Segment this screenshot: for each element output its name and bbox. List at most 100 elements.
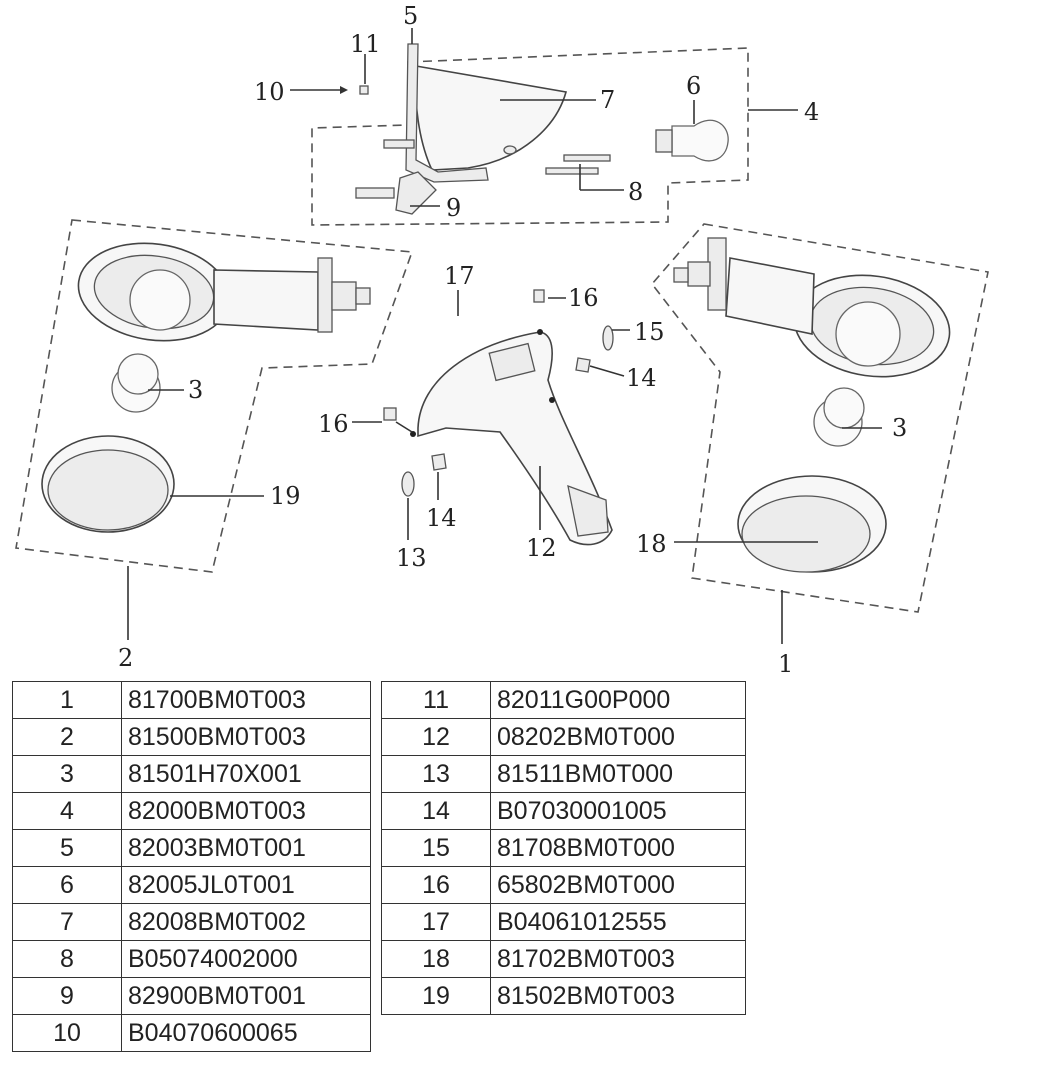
- callout-16-right: 16: [568, 284, 599, 312]
- clip-16-part: [533, 289, 545, 303]
- bulb-6-part: [655, 119, 729, 162]
- part-number: 82005JL0T001: [121, 866, 371, 904]
- callout-14-right: 14: [626, 364, 657, 392]
- item-number: 6: [12, 866, 122, 904]
- callout-17: 17: [444, 262, 475, 290]
- part-number: 82011G00P000: [490, 681, 746, 719]
- lens-18-part: [737, 475, 887, 573]
- part-number: 08202BM0T000: [490, 718, 746, 756]
- nut-11-part: [359, 85, 369, 95]
- part-number: 81700BM0T003: [121, 681, 371, 719]
- item-number: 9: [12, 977, 122, 1015]
- item-number: 1: [12, 681, 122, 719]
- item-number: 12: [381, 718, 491, 756]
- callout-8: 8: [628, 178, 643, 206]
- rubber-plate-part: [395, 171, 437, 215]
- item-number: 14: [381, 792, 491, 830]
- assembly-1-boundary: [650, 223, 989, 613]
- nut-13-part: [401, 471, 415, 497]
- callout-4: 4: [804, 98, 819, 126]
- item-number: 5: [12, 829, 122, 867]
- callout-12: 12: [526, 534, 557, 562]
- part-number: 82003BM0T001: [121, 829, 371, 867]
- part-number: 81501H70X001: [121, 755, 371, 793]
- plate-bracket-12-part: [410, 329, 613, 546]
- washer-14-part: [431, 453, 447, 471]
- callout-9: 9: [446, 194, 461, 222]
- item-number: 19: [381, 977, 491, 1015]
- part-number: B04070600065: [121, 1014, 371, 1052]
- assembly-4-boundary: [311, 47, 749, 226]
- item-number: 2: [12, 718, 122, 756]
- item-number: 10: [12, 1014, 122, 1052]
- item-number: 17: [381, 903, 491, 941]
- left-turn-signal-part: [77, 242, 371, 342]
- item-number: 16: [381, 866, 491, 904]
- callout-19: 19: [270, 482, 301, 510]
- item-number: 8: [12, 940, 122, 978]
- item-number: 4: [12, 792, 122, 830]
- item-number: 7: [12, 903, 122, 941]
- part-number: 81511BM0T000: [490, 755, 746, 793]
- assembly-2-boundary: [15, 219, 414, 573]
- bulb-3-left-part: [111, 353, 161, 413]
- lens-19-part: [41, 435, 175, 533]
- part-number: 81500BM0T003: [121, 718, 371, 756]
- part-number: 82900BM0T001: [121, 977, 371, 1015]
- callout-10: 10: [254, 78, 285, 106]
- callout-7: 7: [600, 86, 615, 114]
- part-number: 81702BM0T003: [490, 940, 746, 978]
- callout-11: 11: [350, 30, 381, 58]
- screw-part: [545, 167, 599, 175]
- part-number: B04061012555: [490, 903, 746, 941]
- screw-part: [563, 154, 611, 162]
- callout-16-left: 16: [318, 410, 349, 438]
- item-number: 13: [381, 755, 491, 793]
- part-number: 65802BM0T000: [490, 866, 746, 904]
- right-turn-signal-part: [673, 237, 951, 378]
- callout-14-left: 14: [426, 504, 457, 532]
- item-number: 18: [381, 940, 491, 978]
- callout-13: 13: [396, 544, 427, 572]
- callout-1: 1: [778, 650, 793, 672]
- part-number: 82008BM0T002: [121, 903, 371, 941]
- callout-15: 15: [634, 318, 665, 346]
- clip-16-part: [383, 407, 397, 421]
- callout-18: 18: [636, 530, 667, 558]
- item-number: 11: [381, 681, 491, 719]
- bulb-3-right-part: [813, 387, 865, 447]
- part-number: 82000BM0T003: [121, 792, 371, 830]
- callout-2: 2: [118, 644, 133, 672]
- item-number: 3: [12, 755, 122, 793]
- callout-6: 6: [686, 72, 701, 100]
- part-number: B07030001005: [490, 792, 746, 830]
- exploded-parts-diagram: 1 2 3 3 4 5 6 7 8 9 10 11 12 13 14 14 15…: [15, 2, 989, 672]
- callout-3-right: 3: [892, 414, 907, 442]
- part-number: B05074002000: [121, 940, 371, 978]
- part-number: 81502BM0T003: [490, 977, 746, 1015]
- part-number: 81708BM0T000: [490, 829, 746, 867]
- nut-15-part: [602, 325, 614, 351]
- washer-14-part: [575, 357, 591, 373]
- item-number: 15: [381, 829, 491, 867]
